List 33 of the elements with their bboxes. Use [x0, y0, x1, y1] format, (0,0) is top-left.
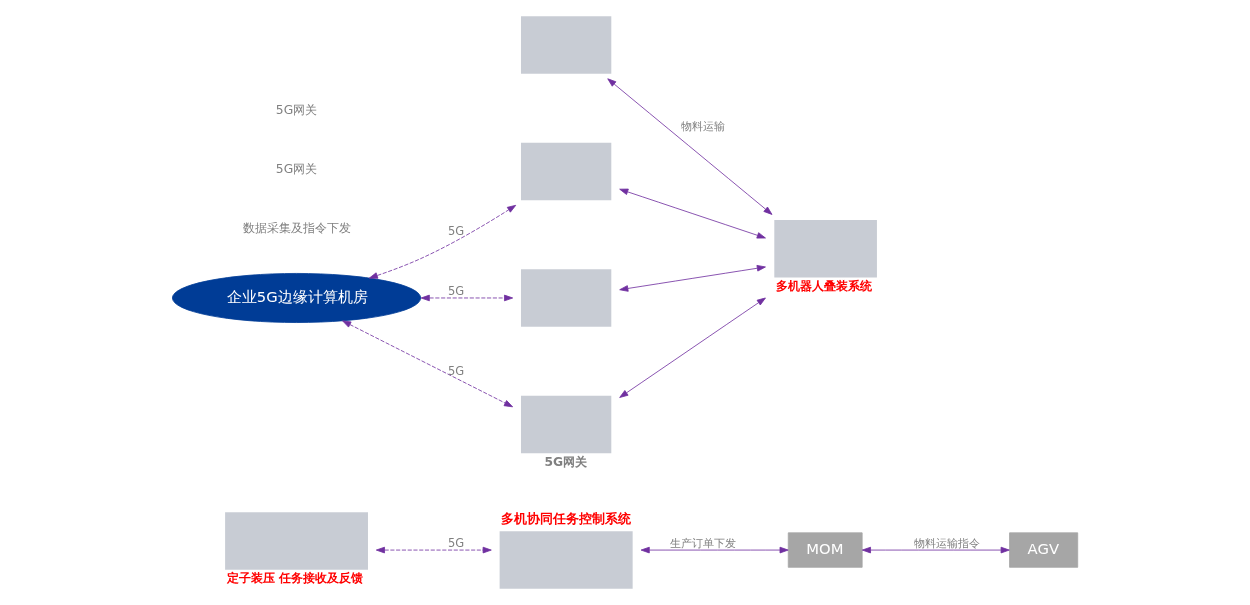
arrow	[619, 188, 766, 239]
label: 数据采集及指令下发	[242, 220, 351, 235]
node-box	[521, 142, 612, 201]
edge-label: 物料运输	[681, 118, 726, 133]
arrow	[420, 294, 514, 302]
edge-label: 物料运输指令	[914, 535, 981, 550]
edge-label: 5G	[448, 364, 465, 379]
node-box	[499, 531, 633, 589]
arrow	[640, 546, 789, 554]
node-box: MOM	[787, 532, 863, 568]
node-box	[521, 269, 612, 327]
node-label: 多机协同任务控制系统	[501, 510, 632, 526]
edge-label: 5G	[448, 223, 465, 238]
edge-label: 5G	[448, 535, 465, 550]
node-label: 定子装压 任务接收及反馈	[226, 571, 364, 586]
node-box	[521, 395, 612, 454]
arrow	[375, 546, 492, 554]
arrow	[607, 78, 773, 215]
node-box	[521, 16, 612, 74]
node-box	[774, 219, 877, 278]
node-box: AGV	[1009, 532, 1079, 568]
arrow	[861, 546, 1010, 554]
node-label: 5G网关	[544, 454, 588, 469]
edge-label: 5G	[448, 283, 465, 298]
arrow	[368, 204, 517, 279]
edge-label: 生产订单下发	[670, 535, 737, 550]
node-label: 多机器人叠装系统	[775, 278, 872, 293]
node-box	[225, 512, 368, 570]
arrow	[619, 297, 766, 398]
label: 5G网关	[275, 161, 318, 176]
arrow	[619, 264, 766, 292]
arrow	[342, 320, 514, 408]
label: 5G网关	[275, 102, 318, 117]
